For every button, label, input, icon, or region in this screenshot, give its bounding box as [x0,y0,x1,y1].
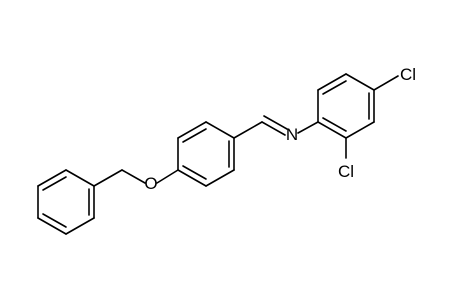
bond-ring2-f [177,169,207,187]
bond-ring2-inner-1 [182,128,207,143]
bond-ring3-e [345,121,375,139]
bond-c-cl-top [373,75,399,91]
bond-ring3-inner-1 [322,80,347,95]
bond-ring1-inner-3 [42,213,67,228]
bond-ring2-b [177,121,207,139]
bond-ring2-c [205,121,235,139]
bond-ring1-inner-1 [42,176,67,191]
chlorine-top-label: Cl [400,65,416,84]
bond-ring1-ch2 [93,169,123,187]
bond-ring2-ch [233,121,263,139]
bond-ring2-e [205,169,235,187]
bond-ring3-inner-3 [322,117,347,132]
bond-ring3-f [317,121,347,139]
bond-n-ring3 [297,121,319,134]
bond-ring1-e [37,217,67,235]
bond-ring2-inner-3 [182,165,207,180]
bond-ch-n [261,121,286,136]
bond-ring1-a [37,169,67,187]
chlorine-bottom-label: Cl [338,162,354,181]
oxygen-label: O [144,174,157,193]
bonds [37,73,399,235]
bond-ring3-c [345,73,375,91]
bond-ring1-d [65,217,95,235]
bond-o-ring2 [156,169,179,184]
bond-ring1-b [65,169,95,187]
nitrogen-label: N [286,125,298,144]
atom-labels: O N Cl Cl [144,65,416,193]
bond-ch2-o [121,169,146,184]
bond-ring3-b [317,73,347,91]
bond-ch-n-double [263,115,288,130]
